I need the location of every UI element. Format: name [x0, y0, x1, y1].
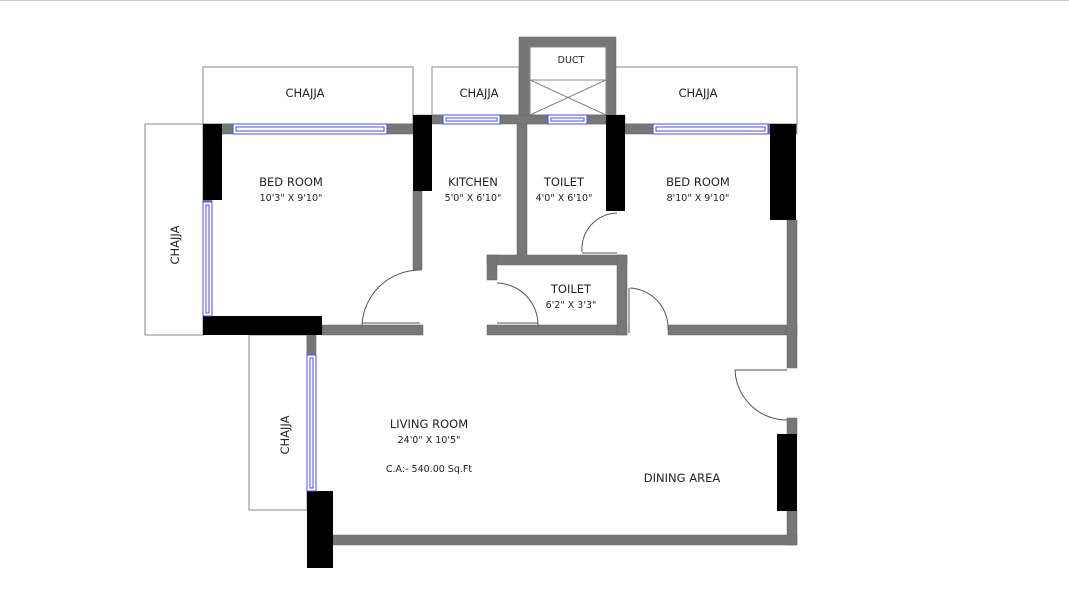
chajja-label: CHAJJA	[679, 86, 718, 100]
room-size: 4'0" X 6'10"	[536, 193, 593, 204]
chajja-label: CHAJJA	[168, 225, 182, 264]
room-toilet-2: TOILET 6'2" X 3'3"	[546, 282, 597, 311]
room-name: TOILET	[550, 282, 592, 296]
chajja-top-left: CHAJJA	[202, 66, 414, 125]
room-name: BED ROOM	[666, 175, 730, 189]
chajja-left: CHAJJA	[144, 123, 204, 336]
room-bedroom-1: BED ROOM 10'3" X 9'10"	[259, 175, 323, 204]
room-size: 6'2" X 3'3"	[546, 300, 597, 311]
carpet-area: C.A:- 540.00 Sq.Ft	[386, 464, 472, 475]
room-kitchen: KITCHEN 5'0" X 6'10"	[445, 175, 502, 204]
chajja-top-middle: CHAJJA	[431, 66, 520, 116]
room-name: KITCHEN	[448, 175, 498, 189]
columns	[203, 115, 797, 568]
room-size: 5'0" X 6'10"	[445, 193, 502, 204]
room-size: 8'10" X 9'10"	[667, 193, 730, 204]
room-bedroom-2: BED ROOM 8'10" X 9'10"	[666, 175, 730, 204]
room-size: 10'3" X 9'10"	[260, 193, 323, 204]
room-dining: DINING AREA	[644, 471, 721, 485]
chajja-label: CHAJJA	[286, 86, 325, 100]
room-toilet-1: TOILET 4'0" X 6'10"	[536, 175, 593, 204]
doors	[361, 212, 788, 421]
chajja-top-right: CHAJJA	[614, 66, 798, 125]
room-living: LIVING ROOM 24'0" X 10'5" C.A:- 540.00 S…	[386, 417, 472, 475]
chajja-label: CHAJJA	[460, 86, 499, 100]
chajja-bottom-left: CHAJJA	[248, 334, 308, 511]
room-name: BED ROOM	[259, 175, 323, 189]
room-name: LIVING ROOM	[390, 417, 468, 431]
room-size: 24'0" X 10'5"	[398, 435, 461, 446]
chajja-label: CHAJJA	[278, 415, 292, 454]
duct-label: DUCT	[558, 55, 585, 66]
room-name: DINING AREA	[644, 471, 721, 485]
duct: DUCT	[518, 36, 617, 125]
room-name: TOILET	[543, 175, 585, 189]
top-border	[0, 0, 1069, 1]
windows	[202, 114, 769, 492]
